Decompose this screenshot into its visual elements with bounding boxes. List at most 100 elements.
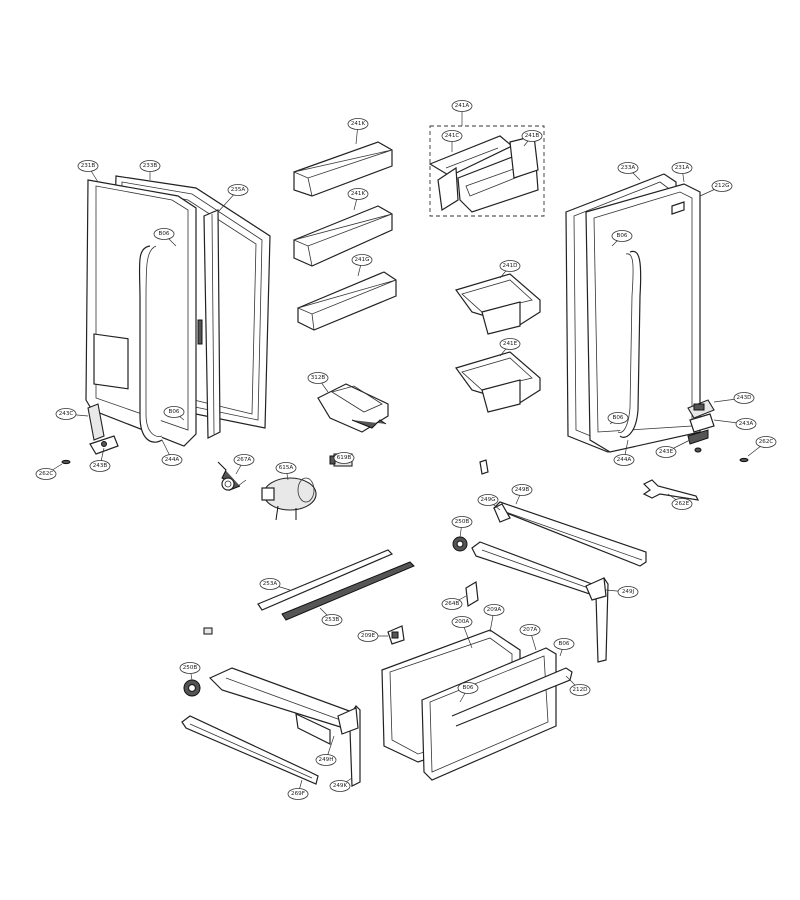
callout-249g: 249G xyxy=(477,494,501,511)
callout-bubble xyxy=(611,230,633,242)
callout-bubble xyxy=(233,454,255,466)
callout-label: 249J xyxy=(622,589,635,595)
callout-bubble xyxy=(329,780,351,792)
callout-label: 233A xyxy=(621,165,636,171)
callout-249j: 249J xyxy=(605,586,639,598)
callout-label: 233B xyxy=(143,163,158,169)
callout-label: 244A xyxy=(165,457,180,463)
rail-249j xyxy=(471,541,609,663)
callout-615a: 615A xyxy=(275,462,297,481)
gear-250b-upper xyxy=(452,536,468,552)
callout-bubble xyxy=(179,662,201,674)
callout-label: 249K xyxy=(333,783,348,789)
callout-label: 241K xyxy=(351,121,366,127)
callout-bubble xyxy=(163,406,185,418)
callout-bubble xyxy=(227,184,249,196)
callout-244a: 244A xyxy=(613,439,635,466)
callout-label: 262E xyxy=(675,501,690,507)
callout-235a: 235A xyxy=(217,184,249,213)
callout-label: 615A xyxy=(279,465,294,471)
callout-bubble xyxy=(351,254,373,266)
door-shelf-241e xyxy=(455,351,541,413)
callout-bubble xyxy=(553,638,575,650)
callout-bubble xyxy=(139,160,161,172)
rail-249b xyxy=(492,501,647,567)
callout-bubble xyxy=(347,188,369,200)
callout-bubble xyxy=(321,614,343,626)
left-door-hinge-bar-235a xyxy=(197,209,221,439)
callout-250b: 250B xyxy=(179,662,201,681)
callout-212g: 212G xyxy=(699,180,733,197)
callout-label: 241K xyxy=(351,191,366,197)
callout-243e: 243E xyxy=(655,439,691,458)
callout-bubble xyxy=(451,100,473,112)
callout-label: 243A xyxy=(739,421,754,427)
callout-label: B06 xyxy=(463,685,474,691)
callout-bubble xyxy=(521,130,543,142)
small-clip-part xyxy=(479,459,489,475)
rail-249h xyxy=(208,667,361,787)
callout-label: 241G xyxy=(354,257,369,263)
callout-243c: 243C xyxy=(55,408,89,420)
rail-269f xyxy=(181,715,319,785)
callout-label: 250B xyxy=(455,519,470,525)
callout-209e: 209E xyxy=(357,630,388,642)
callout-249k: 249K xyxy=(329,777,353,792)
door-bin-241k-middle xyxy=(292,205,393,267)
callout-label: 241C xyxy=(445,133,460,139)
dairy-bin-group-241a xyxy=(428,125,545,217)
callout-bubble xyxy=(451,516,473,528)
callout-bubble xyxy=(671,162,693,174)
callout-bubble xyxy=(35,468,57,480)
callout-bubble xyxy=(569,684,591,696)
callout-241g: 241G xyxy=(351,254,373,277)
callout-label: 207A xyxy=(523,627,538,633)
callout-bubble xyxy=(457,682,479,694)
door-shelf-241d xyxy=(455,273,541,335)
freezer-door-panel xyxy=(421,647,557,781)
callout-231b: 231B xyxy=(77,160,99,183)
callout-b06: B06 xyxy=(607,412,629,425)
left-lower-hinge-243c-243b xyxy=(61,403,119,465)
callout-label: B06 xyxy=(617,233,628,239)
water-valve-615a xyxy=(261,477,317,521)
callout-241d: 241D xyxy=(499,260,521,279)
callout-bubble xyxy=(519,624,541,636)
callout-label: 243D xyxy=(737,395,752,401)
callout-200a: 200A xyxy=(451,616,473,649)
callout-bubble xyxy=(511,484,533,496)
callout-label: 619B xyxy=(337,455,352,461)
callout-bubble xyxy=(499,338,521,350)
callout-619b: 619B xyxy=(333,452,355,464)
callout-212d: 212D xyxy=(565,675,591,696)
freezer-handle-212d xyxy=(451,667,573,727)
callout-bubble xyxy=(89,460,111,472)
callout-label: 243B xyxy=(93,463,108,469)
callout-bubble xyxy=(357,630,379,642)
callout-207a: 207A xyxy=(519,624,541,651)
callout-label: 262C xyxy=(759,439,774,445)
right-hinge-assembly-243 xyxy=(687,399,749,463)
left-door-handle xyxy=(138,245,163,443)
callout-233b: 233B xyxy=(139,160,161,180)
callout-241c: 241C xyxy=(441,130,463,152)
callout-243b: 243B xyxy=(89,447,111,472)
callout-bubble xyxy=(613,454,635,466)
callout-label: 231B xyxy=(81,163,96,169)
callout-243d: 243D xyxy=(713,392,755,404)
callout-253b: 253B xyxy=(319,607,343,626)
callout-b06: B06 xyxy=(611,230,633,247)
callout-bubble xyxy=(617,586,639,598)
callout-bubble xyxy=(617,162,639,174)
callout-label: 241B xyxy=(525,133,540,139)
callout-241e: 241E xyxy=(499,338,521,357)
callout-label: 264B xyxy=(445,601,460,607)
callout-label: 267A xyxy=(237,457,252,463)
left-hinge-spring-267a xyxy=(217,461,247,492)
callout-bubble xyxy=(499,260,521,272)
callout-bubble xyxy=(671,498,693,510)
callout-label: 269F xyxy=(291,791,305,797)
